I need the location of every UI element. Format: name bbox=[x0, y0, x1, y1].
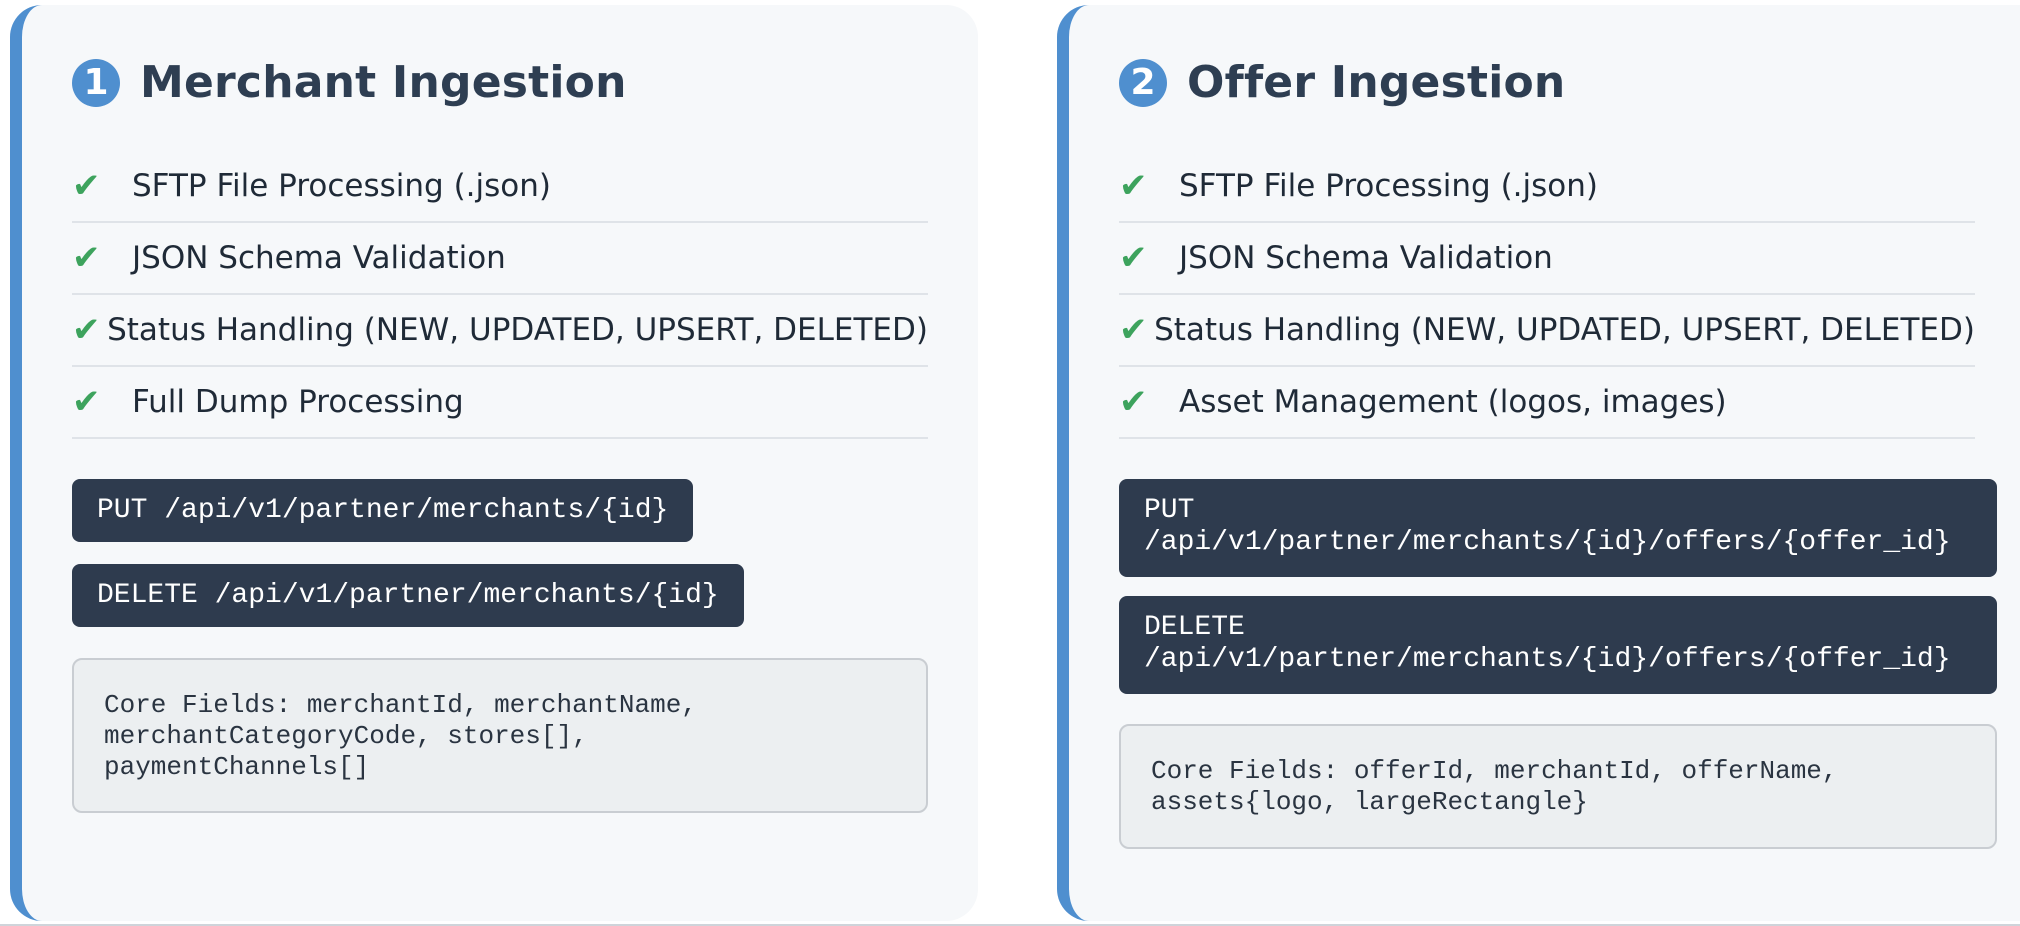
feature-item: ✔ Full Dump Processing bbox=[72, 367, 928, 439]
delete-endpoint: DELETE /api/v1/partner/merchants/{id}/of… bbox=[1119, 596, 1997, 694]
merchant-ingestion-card: 1 Merchant Ingestion ✔ SFTP File Process… bbox=[10, 5, 978, 921]
check-icon: ✔ bbox=[1119, 166, 1148, 206]
core-fields-box: Core Fields: merchantId, merchantName, m… bbox=[72, 658, 928, 813]
feature-list: ✔ SFTP File Processing (.json) ✔ JSON Sc… bbox=[72, 151, 928, 439]
feature-label: SFTP File Processing (.json) bbox=[132, 168, 551, 204]
check-icon: ✔ bbox=[72, 310, 101, 350]
feature-item: ✔ JSON Schema Validation bbox=[1119, 223, 1975, 295]
feature-item: ✔ Status Handling (NEW, UPDATED, UPSERT,… bbox=[72, 295, 928, 367]
card-heading: 1 Merchant Ingestion bbox=[72, 57, 627, 108]
feature-label: JSON Schema Validation bbox=[132, 240, 506, 276]
card-title: Merchant Ingestion bbox=[140, 57, 627, 108]
feature-label: Asset Management (logos, images) bbox=[1179, 384, 1727, 420]
feature-label: JSON Schema Validation bbox=[1179, 240, 1553, 276]
delete-endpoint: DELETE /api/v1/partner/merchants/{id} bbox=[72, 564, 744, 627]
step-number-badge: 1 bbox=[72, 58, 120, 107]
put-endpoint: PUT /api/v1/partner/merchants/{id}/offer… bbox=[1119, 479, 1997, 577]
feature-label: Full Dump Processing bbox=[132, 384, 464, 420]
card-heading: 2 Offer Ingestion bbox=[1119, 57, 1565, 108]
feature-label: Status Handling (NEW, UPDATED, UPSERT, D… bbox=[1154, 312, 1975, 348]
offer-ingestion-card: 2 Offer Ingestion ✔ SFTP File Processing… bbox=[1057, 5, 2020, 921]
check-icon: ✔ bbox=[1119, 382, 1148, 422]
check-icon: ✔ bbox=[72, 238, 101, 278]
feature-label: SFTP File Processing (.json) bbox=[1179, 168, 1598, 204]
feature-item: ✔ Status Handling (NEW, UPDATED, UPSERT,… bbox=[1119, 295, 1975, 367]
step-number-badge: 2 bbox=[1119, 58, 1167, 107]
check-icon: ✔ bbox=[72, 166, 101, 206]
feature-item: ✔ SFTP File Processing (.json) bbox=[1119, 151, 1975, 223]
bottom-divider bbox=[0, 924, 2020, 926]
feature-item: ✔ Asset Management (logos, images) bbox=[1119, 367, 1975, 439]
check-icon: ✔ bbox=[1119, 238, 1148, 278]
check-icon: ✔ bbox=[72, 382, 101, 422]
core-fields-box: Core Fields: offerId, merchantId, offerN… bbox=[1119, 724, 1997, 849]
feature-item: ✔ SFTP File Processing (.json) bbox=[72, 151, 928, 223]
feature-label: Status Handling (NEW, UPDATED, UPSERT, D… bbox=[107, 312, 928, 348]
feature-item: ✔ JSON Schema Validation bbox=[72, 223, 928, 295]
feature-list: ✔ SFTP File Processing (.json) ✔ JSON Sc… bbox=[1119, 151, 1975, 439]
check-icon: ✔ bbox=[1119, 310, 1148, 350]
put-endpoint: PUT /api/v1/partner/merchants/{id} bbox=[72, 479, 694, 542]
card-title: Offer Ingestion bbox=[1187, 57, 1566, 108]
